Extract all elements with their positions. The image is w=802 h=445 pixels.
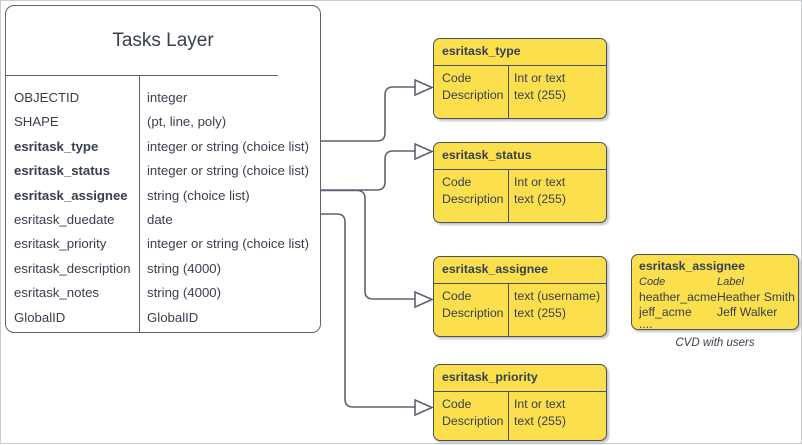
field-name: OBJECTID (14, 90, 80, 105)
domain-box-title: esritask_priority (442, 370, 538, 384)
cvd-row-code: heather_acme (639, 290, 717, 304)
connector-type (321, 78, 434, 142)
domain-box-esritask-type: esritask_type Code Description Int or te… (433, 38, 607, 119)
cvd-row-code: jeff_acme (639, 305, 692, 319)
field-name: esritask_notes (14, 285, 100, 301)
domain-box-right-line: text (255) (514, 192, 566, 206)
cvd-header-label: Label (717, 276, 744, 288)
cvd-box-esritask-assignee: esritask_assignee Code Label heather_acm… (631, 254, 799, 331)
field-type: integer or string (choice list) (147, 163, 309, 179)
domain-box-left-line: Code (442, 289, 472, 303)
domain-box-header-divider (434, 169, 606, 170)
domain-box-left-line: Description (442, 306, 504, 320)
field-type: integer (147, 90, 188, 105)
tasks-layer-entity: Tasks Layer OBJECTID integer SHAPE (pt, … (5, 5, 321, 333)
field-type: date (147, 211, 173, 227)
field-type: GlobalID (147, 309, 199, 325)
field-name: GlobalID (14, 309, 66, 325)
field-row: esritask_type integer or string (choice … (6, 135, 320, 159)
field-name: esritask_description (14, 260, 131, 276)
connector-status (321, 142, 434, 191)
tasks-layer-title: Tasks Layer (112, 29, 214, 51)
domain-box-right-line: text (255) (514, 306, 566, 320)
domain-box-esritask-assignee: esritask_assignee Code Description text … (433, 256, 607, 337)
field-name: SHAPE (14, 114, 59, 130)
field-row: esritask_notes string (4000) (6, 281, 320, 305)
domain-box-left-column: Code Description (442, 70, 504, 104)
field-row: esritask_priority integer or string (cho… (6, 232, 320, 256)
field-row: esritask_status integer or string (choic… (6, 159, 320, 183)
field-type: (pt, line, poly) (147, 114, 227, 130)
domain-box-right-column: Int or text text (255) (514, 396, 566, 430)
field-row: esritask_assignee string (choice list) (6, 184, 320, 208)
domain-box-right-line: Int or text (514, 397, 566, 411)
field-type: string (4000) (147, 285, 222, 301)
connector-priority (321, 213, 434, 417)
domain-box-header-divider (434, 283, 606, 284)
domain-box-esritask-priority: esritask_priority Code Description Int o… (433, 364, 607, 441)
domain-box-left-line: Code (442, 175, 472, 189)
cvd-caption: CVD with users (675, 337, 755, 349)
field-type: integer or string (choice list) (147, 138, 309, 154)
field-row: esritask_description string (4000) (6, 257, 320, 281)
cvd-row-label: Heather Smith (717, 290, 795, 304)
field-name: esritask_assignee (14, 187, 128, 203)
connector-assignee (321, 189, 434, 309)
domain-box-right-line: Int or text (514, 71, 566, 85)
domain-box-right-line: text (255) (514, 88, 566, 102)
domain-box-left-line: Description (442, 192, 504, 206)
domain-box-column-divider (508, 391, 509, 440)
domain-box-left-line: Description (442, 414, 504, 428)
domain-box-right-line: text (username) (514, 289, 601, 303)
domain-box-left-line: Description (442, 88, 504, 102)
domain-box-right-column: text (username) text (255) (514, 288, 600, 322)
field-name: esritask_type (14, 138, 99, 154)
domain-box-title: esritask_assignee (442, 262, 548, 276)
domain-box-left-column: Code Description (442, 174, 504, 208)
domain-box-right-line: text (255) (514, 414, 566, 428)
domain-box-esritask-status: esritask_status Code Description Int or … (433, 142, 607, 223)
field-type: string (choice list) (147, 187, 250, 203)
domain-box-column-divider (508, 65, 509, 118)
field-type: integer or string (choice list) (147, 236, 309, 252)
field-name: esritask_priority (14, 236, 107, 252)
entity-header-divider (6, 75, 278, 76)
field-list: OBJECTID integer SHAPE (pt, line, poly) … (6, 86, 320, 332)
field-row: esritask_duedate date (6, 208, 320, 232)
domain-box-right-column: Int or text text (255) (514, 174, 566, 208)
field-name: esritask_status (14, 163, 111, 179)
domain-box-column-divider (508, 169, 509, 222)
domain-box-left-line: Code (442, 397, 472, 411)
domain-box-left-column: Code Description (442, 396, 504, 430)
cvd-header-code: Code (639, 276, 666, 288)
cvd-row-code: .... (639, 317, 653, 331)
domain-box-column-divider (508, 283, 509, 336)
domain-box-right-column: Int or text text (255) (514, 70, 566, 104)
entity-column-divider (139, 75, 140, 332)
field-row: GlobalID GlobalID (6, 306, 320, 330)
domain-box-title: esritask_status (442, 148, 532, 162)
cvd-box-title: esritask_assignee (639, 259, 745, 273)
field-name: esritask_duedate (14, 211, 115, 227)
cvd-row-label: Jeff Walker (717, 305, 778, 319)
field-row: OBJECTID integer (6, 86, 320, 110)
domain-box-header-divider (434, 391, 606, 392)
domain-box-header-divider (434, 65, 606, 66)
field-row: SHAPE (pt, line, poly) (6, 110, 320, 134)
domain-box-left-column: Code Description (442, 288, 504, 322)
domain-box-title: esritask_type (442, 44, 521, 58)
field-type: string (4000) (147, 260, 222, 276)
domain-box-right-line: Int or text (514, 175, 566, 189)
domain-box-left-line: Code (442, 71, 472, 85)
